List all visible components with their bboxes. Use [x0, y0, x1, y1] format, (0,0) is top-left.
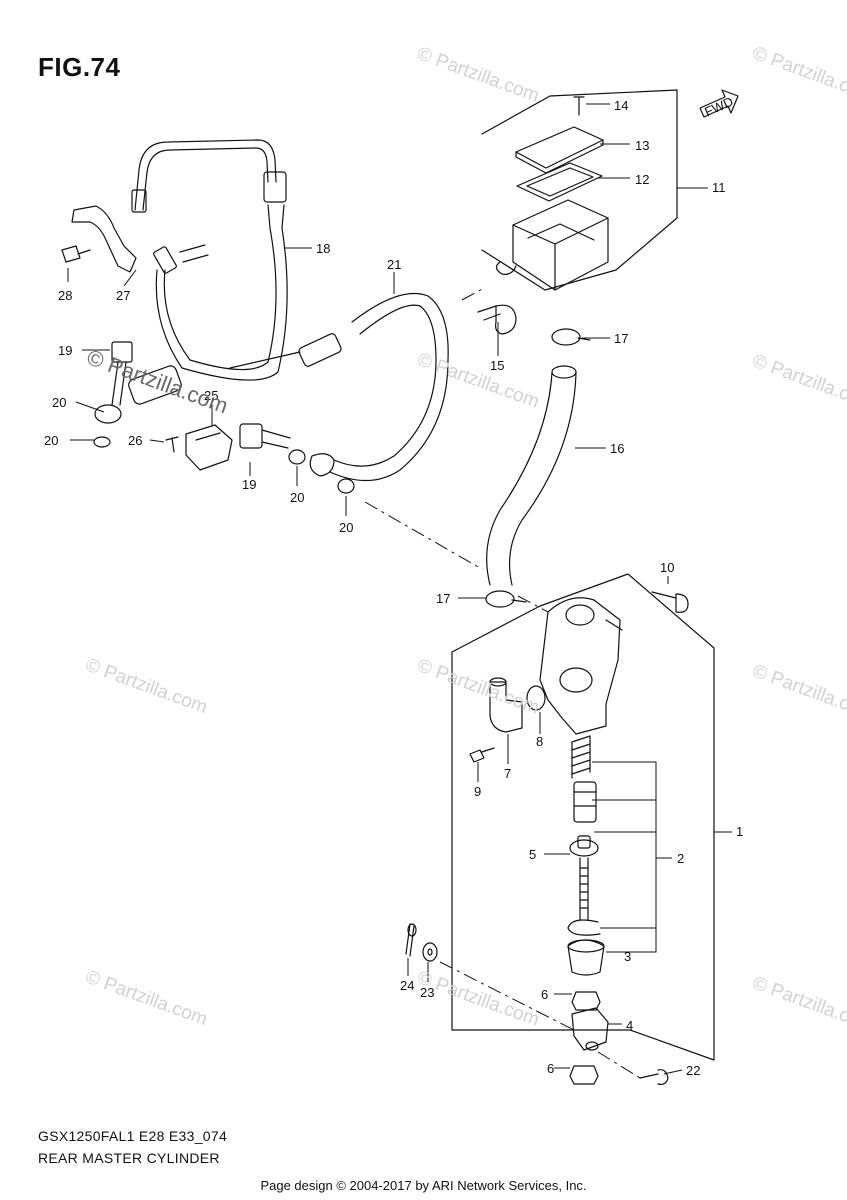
callout-4: 4	[626, 1018, 633, 1033]
circlip	[567, 919, 601, 936]
watermark: © Partzilla.com	[83, 967, 210, 1031]
callout-6-lower: 6	[547, 1061, 554, 1076]
master-cylinder-frame	[451, 573, 715, 1061]
banjo-bolt-19-upper	[111, 341, 133, 406]
brake-hose-18	[131, 139, 288, 381]
leader-lines	[67, 103, 732, 1075]
watermark: © Partzilla.com	[750, 351, 847, 415]
nut-6-upper	[571, 991, 601, 1011]
spring	[571, 735, 591, 779]
bracket-27	[71, 205, 137, 273]
callout-6-upper: 6	[541, 987, 548, 1002]
washer-20-c	[337, 478, 355, 494]
o-ring-8	[526, 685, 546, 711]
callout-11: 11	[712, 180, 726, 195]
watermark: © Partzilla.com	[83, 655, 210, 719]
fwd-arrow-icon	[699, 89, 739, 118]
reservoir-hose-16	[486, 365, 577, 586]
watermark-group: © Partzilla.com © Partzilla.com © Partzi…	[83, 43, 847, 1037]
section-name: REAR MASTER CYLINDER	[38, 1150, 220, 1166]
callout-25: 25	[204, 388, 218, 403]
callout-21: 21	[387, 257, 401, 272]
callout-9: 9	[474, 784, 481, 799]
watermark: © Partzilla.com	[750, 661, 847, 725]
pin-22	[639, 1069, 669, 1085]
page-credit: Page design © 2004-2017 by ARI Network S…	[260, 1178, 587, 1193]
callout-2: 2	[677, 851, 684, 866]
reservoir-assembly	[481, 89, 678, 291]
callout-14: 14	[614, 98, 628, 113]
callout-7: 7	[504, 766, 511, 781]
callout-27: 27	[116, 288, 130, 303]
callout-10: 10	[660, 560, 674, 575]
callout-28: 28	[58, 288, 72, 303]
callout-22: 22	[686, 1063, 700, 1078]
cylinder-body	[539, 597, 623, 735]
nut-6-lower	[569, 1065, 599, 1085]
brake-hose-21	[229, 292, 449, 482]
callout-24: 24	[400, 978, 414, 993]
callout-13: 13	[635, 138, 649, 153]
clamp-17-bottom	[485, 590, 527, 608]
washer-23	[422, 942, 438, 962]
callout-8: 8	[536, 734, 543, 749]
callout-17-upper: 17	[614, 331, 628, 346]
callout-3: 3	[624, 949, 631, 964]
watermark: © Partzilla.com	[750, 973, 847, 1037]
alignment-lines	[364, 287, 641, 1079]
clevis-4	[571, 1007, 609, 1051]
piston	[573, 781, 597, 823]
callout-19-lower: 19	[242, 477, 256, 492]
banjo-bolt-19-lower	[239, 423, 291, 449]
callout-20-a: 20	[52, 395, 66, 410]
callout-20-c: 20	[290, 490, 304, 505]
callout-17-lower: 17	[436, 591, 450, 606]
callout-19-upper: 19	[58, 343, 72, 358]
callout-1: 1	[736, 824, 743, 839]
hose-joint-left	[93, 365, 182, 448]
watermark: © Partzilla.com	[750, 43, 847, 107]
screw-26	[165, 436, 179, 453]
bolt-28	[61, 245, 91, 263]
hose-fitting-7	[489, 677, 523, 733]
washer-20-b	[288, 449, 306, 465]
callout-20-b: 20	[44, 433, 58, 448]
callout-15: 15	[490, 358, 504, 373]
bolt-10	[651, 591, 689, 613]
callout-18: 18	[316, 241, 330, 256]
watermark: © Partzilla.com	[84, 344, 232, 418]
watermark: © Partzilla.com	[414, 655, 541, 719]
boot-3	[567, 939, 605, 976]
bolt-15	[477, 304, 517, 335]
watermark: © Partzilla.com	[414, 43, 541, 107]
callout-26: 26	[128, 433, 142, 448]
callout-23: 23	[420, 985, 434, 1000]
model-code: GSX1250FAL1 E28 E33_074	[38, 1128, 228, 1144]
clamp-25	[185, 424, 233, 471]
push-rod-5	[569, 835, 599, 921]
callout-20-d: 20	[339, 520, 353, 535]
callout-16: 16	[610, 441, 624, 456]
figure-title: FIG.74	[38, 52, 121, 82]
clamp-17-top	[551, 328, 591, 346]
callout-12: 12	[635, 172, 649, 187]
bolt-9	[469, 747, 495, 763]
callout-5: 5	[529, 847, 536, 862]
watermark: © Partzilla.com	[414, 349, 541, 413]
cotter-pin-24	[405, 923, 417, 957]
fwd-label: FWD	[702, 94, 735, 120]
